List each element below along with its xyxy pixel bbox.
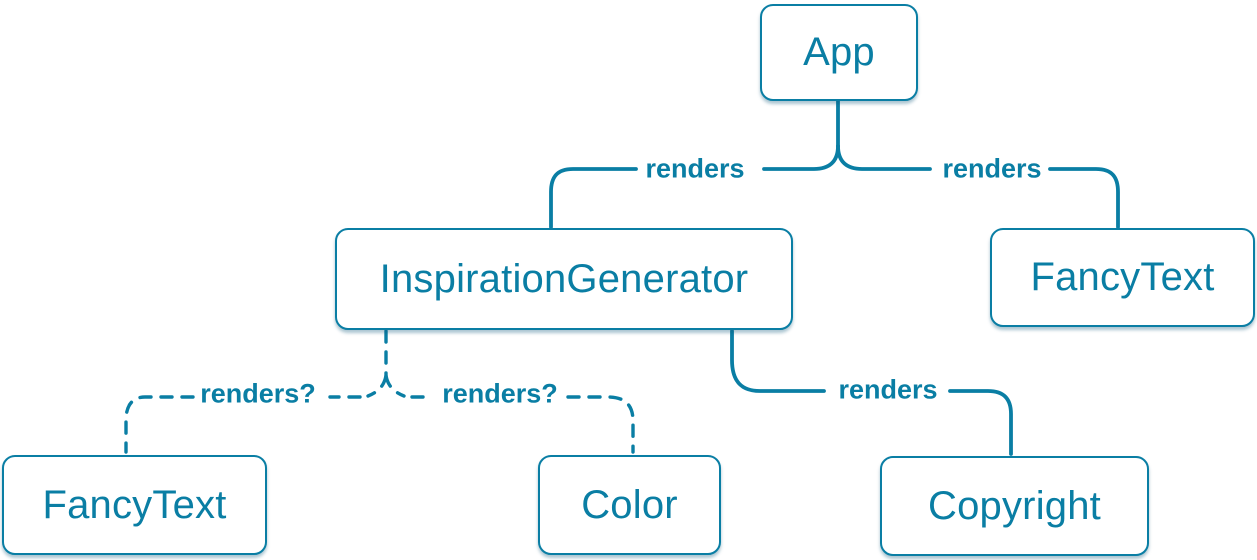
node-copyright-label: Copyright (928, 483, 1101, 528)
node-fancy-text-bottom: FancyText (2, 455, 267, 555)
edge-inspirationgenerator-to-fancytext-tail (124, 395, 195, 454)
edge-label-app-inspirationgenerator: renders (645, 153, 745, 184)
node-inspiration-generator: InspirationGenerator (335, 228, 793, 330)
edge-inspirationgenerator-to-copyright-head (730, 329, 826, 393)
node-copyright: Copyright (880, 456, 1149, 556)
edge-label-inspirationgenerator-copyright: renders (838, 374, 938, 405)
node-color-label: Color (581, 482, 678, 527)
edge-app-to-fancytext-arm (836, 144, 932, 171)
edge-inspirationgenerator-to-color-tail (566, 395, 635, 454)
node-app-label: App (803, 30, 875, 74)
edge-label-inspirationgenerator-fancytext: renders? (200, 378, 316, 409)
node-fancy-text-top: FancyText (990, 228, 1255, 327)
node-color: Color (538, 455, 721, 555)
edge-label-app-fancytext: renders (942, 153, 1042, 184)
node-inspiration-generator-label: InspirationGenerator (379, 256, 749, 301)
node-fancy-text-bottom-label: FancyText (42, 482, 227, 527)
edge-conditional-left-arm (366, 374, 388, 398)
node-fancy-text-top-label: FancyText (1030, 255, 1215, 299)
edge-label-inspirationgenerator-color: renders? (442, 378, 558, 409)
edge-inspirationgenerator-to-copyright-tail (948, 389, 1013, 456)
edge-app-to-fancytext-tail (1048, 167, 1120, 229)
edge-conditional-right-arm (384, 374, 406, 398)
edge-app-to-inspirationgenerator-tail (549, 167, 638, 229)
edge-app-to-inspirationgenerator-arm (762, 144, 840, 171)
node-app: App (760, 4, 918, 101)
